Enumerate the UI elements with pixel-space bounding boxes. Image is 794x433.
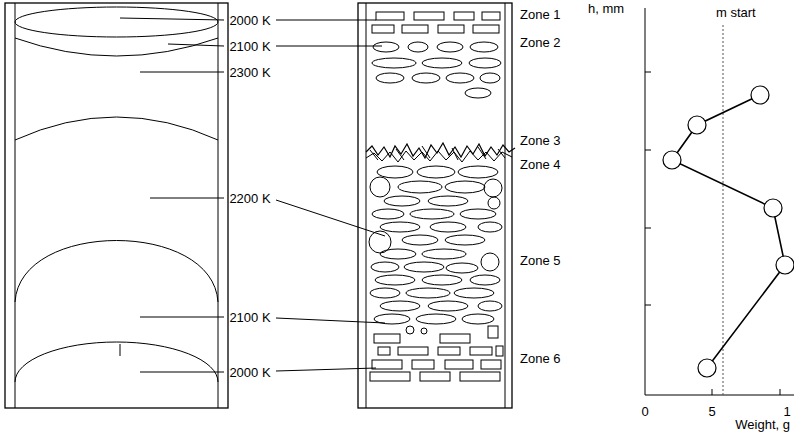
temperature-label: 2300 K [229, 66, 270, 79]
axis-title: Weight, g [735, 418, 790, 431]
zone-label: Zone 4 [520, 158, 560, 171]
temperature-label: 2200 K [229, 192, 270, 205]
axis-title: h, mm [588, 2, 624, 15]
zone-label: Zone 3 [520, 134, 560, 147]
reference-label: m start [716, 6, 756, 19]
zone-label: Zone 1 [520, 8, 560, 21]
temperature-label: 2100 K [229, 40, 270, 53]
zone-label: Zone 2 [520, 36, 560, 49]
tick-label: 1 [783, 405, 790, 418]
temperature-label: 2000 K [229, 14, 270, 27]
zone-label: Zone 6 [520, 352, 560, 365]
temperature-label: 2000 K [229, 366, 270, 379]
zone-label: Zone 5 [520, 254, 560, 267]
zone-cylinder [358, 3, 515, 408]
tick-label: 5 [708, 405, 715, 418]
temperature-label: 2100 K [229, 311, 270, 324]
temperature-cylinder [5, 3, 228, 408]
leader-lines [120, 18, 385, 372]
weight-chart [645, 8, 794, 395]
tick-label: 0 [641, 405, 648, 418]
